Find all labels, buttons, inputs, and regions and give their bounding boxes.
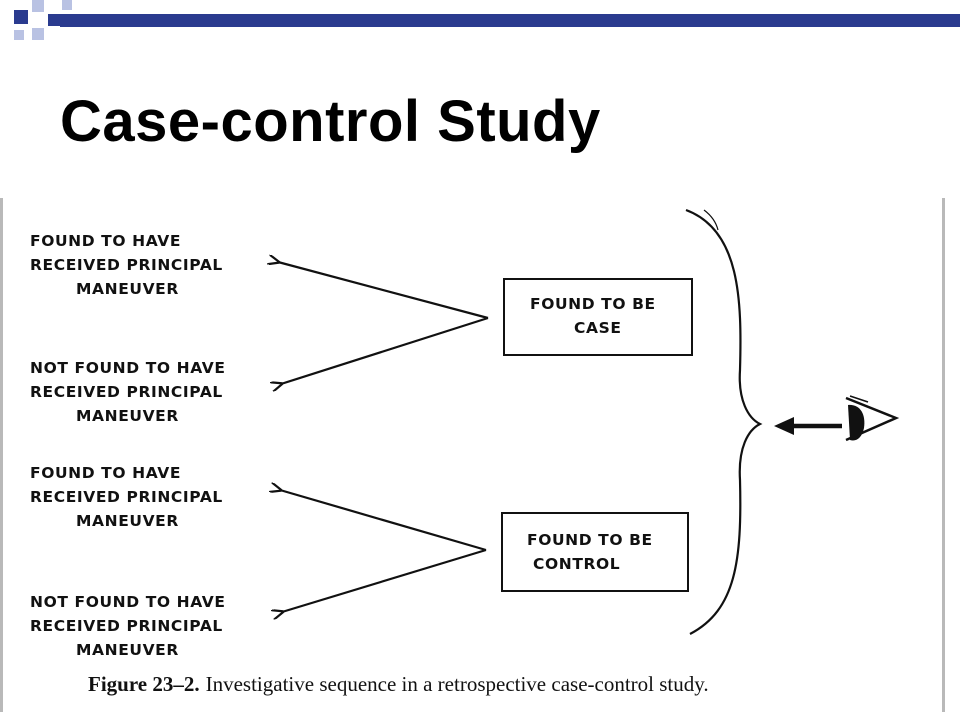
slide-title: Case-control Study bbox=[60, 89, 601, 154]
corner-decoration-square bbox=[62, 0, 72, 10]
exposure-label: FOUND TO HAVE RECEIVED PRINCIPAL MANEUVE… bbox=[30, 461, 223, 533]
curly-brace bbox=[685, 208, 763, 635]
label-line: NOT FOUND TO HAVE bbox=[30, 593, 226, 611]
figure-caption: Figure 23–2.Investigative sequence in a … bbox=[88, 672, 709, 697]
box-line: CONTROL bbox=[533, 555, 621, 573]
exposure-label: NOT FOUND TO HAVE RECEIVED PRINCIPAL MAN… bbox=[30, 356, 226, 428]
corner-decoration-square bbox=[48, 14, 60, 26]
label-line: MANEUVER bbox=[76, 641, 179, 659]
exposure-label: NOT FOUND TO HAVE RECEIVED PRINCIPAL MAN… bbox=[30, 590, 226, 662]
caption-label: Figure 23–2. bbox=[88, 672, 200, 696]
label-line: RECEIVED PRINCIPAL bbox=[30, 256, 223, 274]
corner-decoration-square bbox=[32, 0, 44, 12]
corner-decoration-square bbox=[32, 28, 44, 40]
caption-text: Investigative sequence in a retrospectiv… bbox=[205, 672, 709, 696]
box-line: FOUND TO BE bbox=[530, 295, 656, 313]
label-line: MANEUVER bbox=[76, 407, 179, 425]
curly-brace-tick bbox=[703, 209, 719, 231]
box-line: CASE bbox=[574, 319, 622, 337]
box-line: FOUND TO BE bbox=[527, 531, 653, 549]
outcome-box-control: FOUND TO BE CONTROL bbox=[501, 512, 689, 592]
outcome-box-case: FOUND TO BE CASE bbox=[503, 278, 693, 356]
arrow-to-exposed-case bbox=[278, 262, 489, 320]
label-line: MANEUVER bbox=[76, 512, 179, 530]
title-underline-bar bbox=[60, 14, 960, 27]
label-line: RECEIVED PRINCIPAL bbox=[30, 488, 223, 506]
corner-decoration-square bbox=[14, 30, 24, 40]
label-line: NOT FOUND TO HAVE bbox=[30, 359, 226, 377]
label-line: FOUND TO HAVE bbox=[30, 232, 182, 250]
arrow-to-unexposed-control bbox=[282, 548, 487, 612]
label-line: RECEIVED PRINCIPAL bbox=[30, 383, 223, 401]
arrow-to-exposed-control bbox=[280, 490, 487, 552]
eye-icon bbox=[845, 395, 900, 442]
corner-decoration-square bbox=[14, 10, 28, 24]
label-line: RECEIVED PRINCIPAL bbox=[30, 617, 223, 635]
exposure-label: FOUND TO HAVE RECEIVED PRINCIPAL MANEUVE… bbox=[30, 229, 223, 301]
label-line: MANEUVER bbox=[76, 280, 179, 298]
arrow-to-unexposed-case bbox=[281, 316, 489, 384]
label-line: FOUND TO HAVE bbox=[30, 464, 182, 482]
figure-panel bbox=[0, 198, 945, 712]
observer-arrow bbox=[774, 417, 842, 435]
